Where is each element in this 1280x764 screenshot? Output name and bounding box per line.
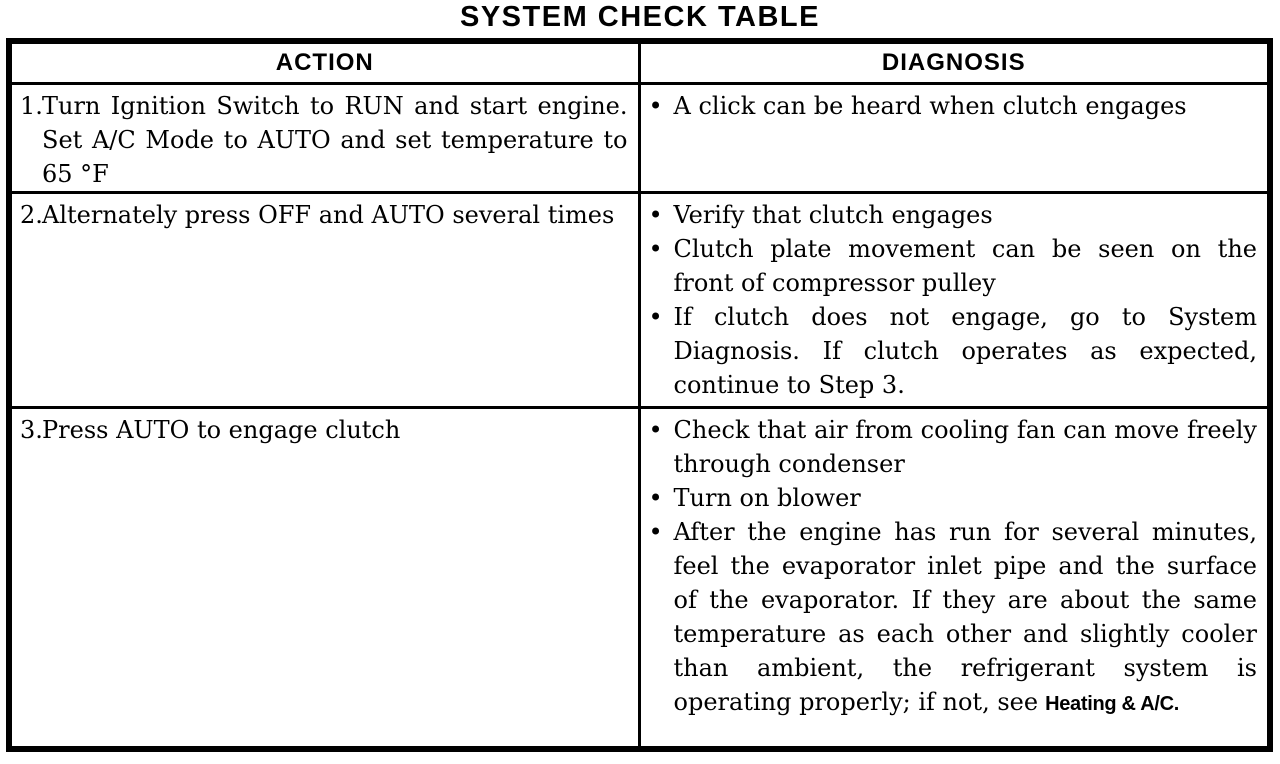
diagnosis-item: • After the engine has run for several mi… <box>649 515 1258 721</box>
action-cell: 1.Turn Ignition Switch to RUN and start … <box>7 82 641 194</box>
diagnosis-text: Check that air from cooling fan can move… <box>673 416 1258 478</box>
bullet-icon: • <box>648 484 663 512</box>
table-row: 1.Turn Ignition Switch to RUN and start … <box>7 82 1272 194</box>
bullet-icon: • <box>648 518 663 546</box>
diagnosis-text: After the engine has run for several min… <box>673 518 1258 716</box>
bullet-icon: • <box>648 92 663 120</box>
action-step-number: 1. <box>20 92 43 120</box>
action-step: 2.Alternately press OFF and AUTO several… <box>20 198 628 232</box>
diagnosis-text: Turn on blower <box>673 484 861 512</box>
action-text: Press AUTO to engage clutch <box>42 416 401 444</box>
diagnosis-text: Verify that clutch engages <box>673 201 993 229</box>
action-step-number: 3. <box>20 416 43 444</box>
diagnosis-item: • A click can be heard when clutch engage… <box>649 89 1258 123</box>
action-text: Alternately press OFF and AUTO several t… <box>42 201 615 229</box>
header-row: ACTION DIAGNOSIS <box>7 39 1272 85</box>
diagnosis-item: • Turn on blower <box>649 481 1258 515</box>
column-header-diagnosis: DIAGNOSIS <box>637 39 1272 85</box>
action-step: 3.Press AUTO to engage clutch <box>20 413 628 447</box>
diagnosis-cell: • Verify that clutch engages • Clutch plate… <box>637 191 1272 409</box>
diagnosis-text: If clutch does not engage, go to System … <box>673 303 1258 399</box>
bullet-icon: • <box>648 303 663 331</box>
diagnosis-text: A click can be heard when clutch engages <box>673 92 1187 120</box>
diagnosis-item: • Check that air from cooling fan can mov… <box>649 413 1258 481</box>
action-cell: 3.Press AUTO to engage clutch <box>7 406 641 750</box>
table-row: 2.Alternately press OFF and AUTO several… <box>7 191 1272 409</box>
column-header-action: ACTION <box>7 39 641 85</box>
action-step-number: 2. <box>20 201 43 229</box>
action-cell: 2.Alternately press OFF and AUTO several… <box>7 191 641 409</box>
action-step: 1.Turn Ignition Switch to RUN and start … <box>20 89 628 191</box>
bullet-icon: • <box>648 235 663 263</box>
diagnosis-cell: • A click can be heard when clutch engage… <box>637 82 1272 194</box>
diagnosis-item: • Clutch plate movement can be seen on th… <box>649 232 1258 300</box>
diagnosis-cell: • Check that air from cooling fan can mov… <box>637 406 1272 750</box>
diagnosis-item: • If clutch does not engage, go to System… <box>649 300 1258 402</box>
action-text: Turn Ignition Switch to RUN and start en… <box>42 92 628 188</box>
diagnosis-item: • Verify that clutch engages <box>649 198 1258 232</box>
table-row: 3.Press AUTO to engage clutch • Check tha… <box>7 406 1272 750</box>
page-title: SYSTEM CHECK TABLE <box>460 1 820 33</box>
bullet-icon: • <box>648 201 663 229</box>
cross-reference: Heating & A/C. <box>1045 693 1180 715</box>
bullet-icon: • <box>648 416 663 444</box>
diagnosis-text: Clutch plate movement can be seen on the… <box>673 235 1258 297</box>
system-check-table: ACTION DIAGNOSIS 1.Turn Ignition Switch … <box>6 38 1273 752</box>
